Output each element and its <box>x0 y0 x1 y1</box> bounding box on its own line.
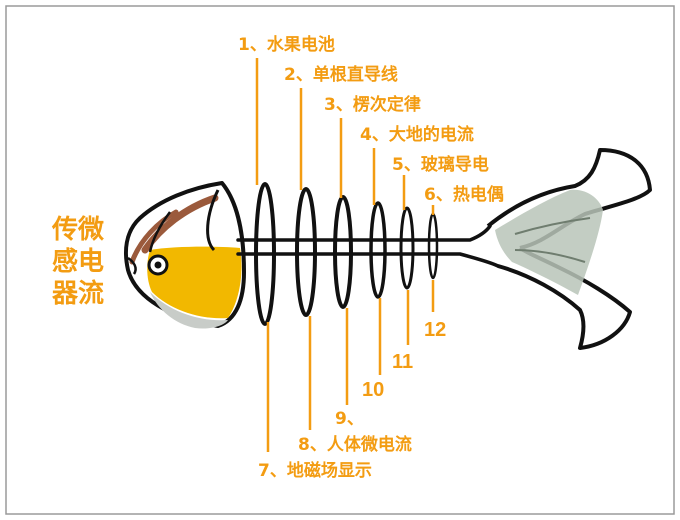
label-8: 8、人体微电流 <box>298 434 412 455</box>
head-title-line1: 传微 <box>51 214 104 245</box>
label-5: 5、玻璃导电 <box>392 154 489 175</box>
label-1: 1、水果电池 <box>238 34 335 55</box>
head-title: 传微 感电 器流 <box>51 214 104 309</box>
label-10: 10 <box>362 379 384 401</box>
label-12: 12 <box>424 319 446 341</box>
eye-pupil <box>155 262 162 269</box>
label-11: 11 <box>392 351 413 373</box>
label-7: 7、地磁场显示 <box>258 460 372 481</box>
head-title-line3: 器流 <box>51 279 104 309</box>
label-4: 4、大地的电流 <box>360 124 474 145</box>
label-6: 6、热电偶 <box>424 184 504 205</box>
label-9: 9、 <box>335 409 364 429</box>
label-3: 3、楞次定律 <box>324 94 421 115</box>
head-title-line2: 感电 <box>52 247 104 277</box>
label-2: 2、单根直导线 <box>284 64 398 85</box>
